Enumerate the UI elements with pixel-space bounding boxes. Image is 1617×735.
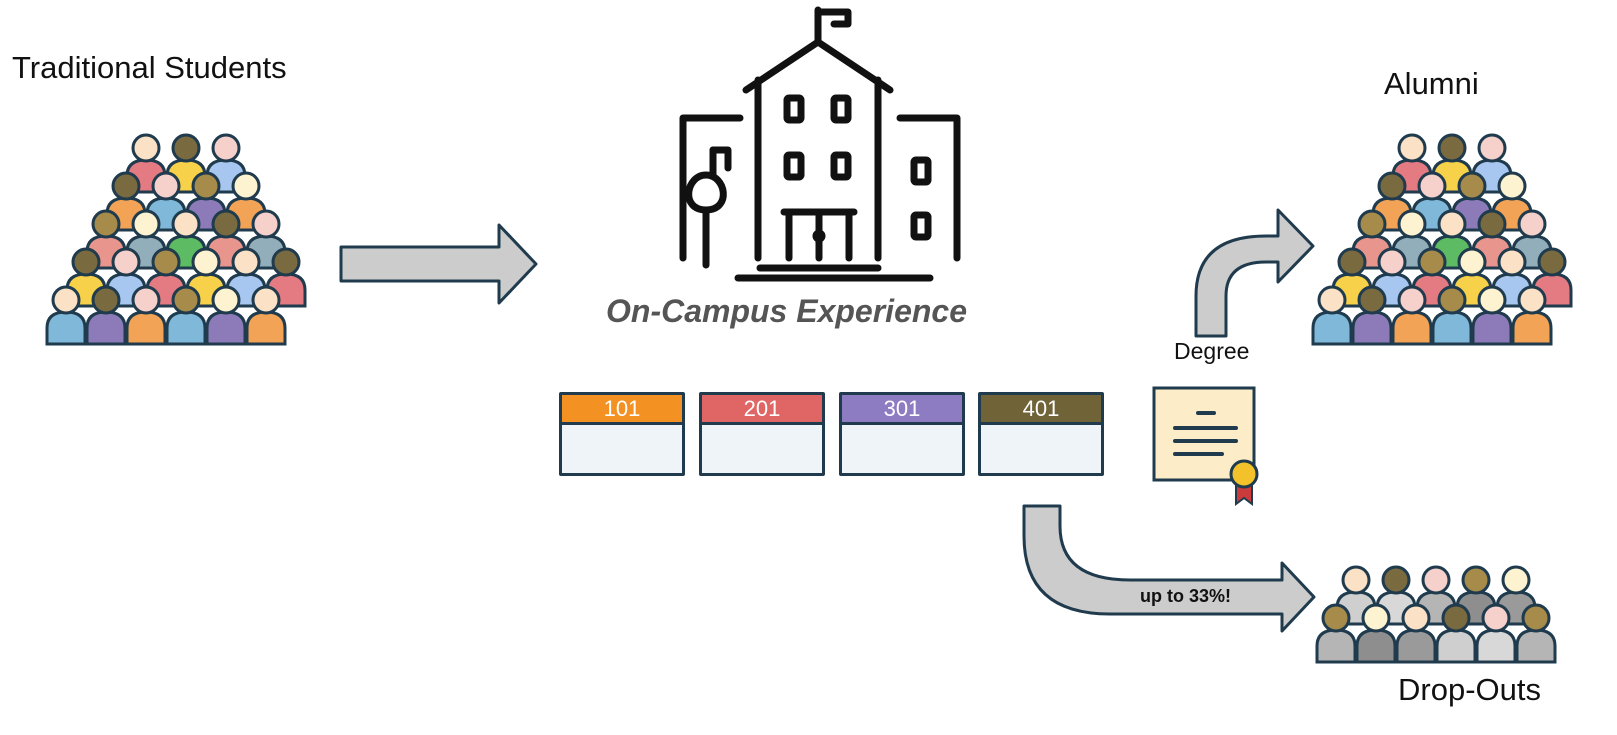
arrow-to-dropouts xyxy=(1022,504,1316,633)
person-icon xyxy=(85,285,127,346)
person-icon xyxy=(45,285,87,346)
alumni-title: Alumni xyxy=(1384,66,1479,101)
person-icon xyxy=(1395,603,1437,664)
person-icon xyxy=(1315,603,1357,664)
course-block-101: 101 xyxy=(559,392,685,476)
school-building-icon xyxy=(679,6,961,282)
person-icon xyxy=(245,285,287,346)
course-label: 201 xyxy=(702,395,822,425)
course-label: 301 xyxy=(842,395,962,425)
person-icon xyxy=(1391,285,1433,346)
diploma-icon xyxy=(1152,386,1259,506)
person-icon xyxy=(1355,603,1397,664)
crowd-traditional-students xyxy=(45,133,307,346)
course-block-201: 201 xyxy=(699,392,825,476)
arrow-to-campus xyxy=(339,223,538,305)
person-icon xyxy=(165,285,207,346)
course-label: 401 xyxy=(981,395,1101,425)
crowd-drop-outs xyxy=(1315,565,1557,664)
degree-label: Degree xyxy=(1174,338,1250,364)
person-icon xyxy=(1351,285,1393,346)
person-icon xyxy=(1471,285,1513,346)
traditional-students-title: Traditional Students xyxy=(12,50,287,85)
person-icon xyxy=(1431,285,1473,346)
person-icon xyxy=(205,285,247,346)
person-icon xyxy=(1435,603,1477,664)
dropout-rate-label: up to 33%! xyxy=(1140,586,1232,606)
course-block-301: 301 xyxy=(839,392,965,476)
person-icon xyxy=(1475,603,1517,664)
person-icon xyxy=(1311,285,1353,346)
arrow-to-alumni xyxy=(1194,208,1315,338)
person-icon xyxy=(1515,603,1557,664)
course-label: 101 xyxy=(562,395,682,425)
person-icon xyxy=(1511,285,1553,346)
course-block-401: 401 xyxy=(978,392,1104,476)
ribbon-medal-icon xyxy=(1229,459,1259,506)
campus-title: On-Campus Experience xyxy=(606,293,967,329)
crowd-alumni xyxy=(1311,133,1573,346)
drop-outs-title: Drop-Outs xyxy=(1398,672,1541,707)
person-icon xyxy=(125,285,167,346)
